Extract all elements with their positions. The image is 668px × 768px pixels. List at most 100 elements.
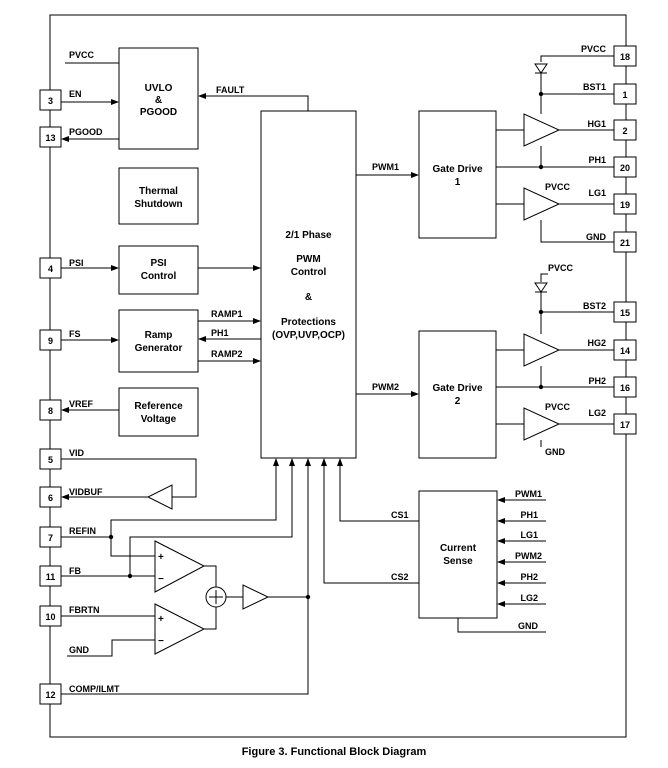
svg-text:PGOOD: PGOOD (140, 107, 177, 118)
svg-text:11: 11 (46, 572, 56, 582)
svg-text:15: 15 (620, 308, 630, 318)
svg-text:Sense: Sense (443, 556, 473, 567)
right-pin-21: 21 (613, 231, 637, 253)
right-pin-14: 14 (613, 339, 637, 361)
svg-text:9: 9 (48, 336, 53, 346)
uvlo-pgood-block: UVLO & PGOOD (118, 47, 199, 150)
svg-text:1: 1 (622, 90, 627, 100)
left-pin-9: 9 (39, 329, 62, 351)
left-pin-5: 5 (39, 448, 62, 470)
svg-text:Current: Current (440, 543, 477, 554)
signal-pvcc-lg1: PVCC (545, 182, 571, 192)
pin-label-bst1: BST1 (583, 82, 606, 92)
cs-input-ph1: PH1 (520, 510, 538, 520)
svg-text:5: 5 (48, 455, 53, 465)
svg-text:10: 10 (45, 612, 55, 622)
svg-text:Voltage: Voltage (141, 414, 177, 425)
reference-voltage-block: Reference Voltage (118, 387, 199, 437)
signal-gnd-left: GND (69, 645, 90, 655)
cs-input-ph2: PH2 (520, 572, 538, 582)
svg-text:17: 17 (620, 420, 630, 430)
pwm-control-block: 2/1 Phase PWM Control & Protections (OVP… (260, 110, 357, 459)
svg-text:7: 7 (48, 533, 53, 543)
svg-text:3: 3 (48, 96, 53, 106)
left-pin-6: 6 (39, 486, 62, 508)
signal-pvcc-lg2: PVCC (545, 402, 571, 412)
thermal-shutdown-block: Thermal Shutdown (118, 167, 199, 225)
svg-text:4: 4 (48, 264, 53, 274)
svg-text:2: 2 (622, 126, 627, 136)
svg-text:13: 13 (45, 133, 55, 143)
pin-label-fb: FB (69, 566, 81, 576)
signal-gnd-lg2: GND (545, 447, 566, 457)
hg2-driver-triangle (523, 333, 561, 367)
right-pin-18: 18 (613, 45, 637, 67)
svg-text:PWM: PWM (296, 254, 320, 265)
diff-amp-1 (154, 540, 206, 593)
svg-text:Generator: Generator (135, 343, 183, 354)
svg-text:&: & (305, 292, 312, 303)
right-pin-15: 15 (613, 301, 637, 323)
bootstrap-diode-2 (534, 282, 548, 293)
pin-label-hg1: HG1 (587, 119, 606, 129)
amp2-plus: + (158, 614, 164, 625)
signal-pvcc-bst2: PVCC (548, 263, 574, 273)
right-pin-19: 19 (613, 193, 637, 215)
left-pin-8: 8 (39, 399, 62, 421)
cs-input-pwm2: PWM2 (515, 551, 542, 561)
chip-outline (49, 14, 627, 738)
current-sense-block: Current Sense (418, 490, 498, 619)
diff-amp-2 (154, 603, 206, 655)
signal-cs1: CS1 (391, 510, 409, 520)
pin-label-vidbuf: VIDBUF (69, 487, 103, 497)
left-pin-13: 13 (39, 126, 62, 148)
svg-text:(OVP,UVP,OCP): (OVP,UVP,OCP) (272, 330, 345, 341)
left-pin-4: 4 (39, 257, 62, 279)
svg-text:2/1 Phase: 2/1 Phase (285, 230, 332, 241)
right-pin-1: 1 (613, 83, 637, 105)
signal-pwm2: PWM2 (372, 382, 399, 392)
hg1-driver-triangle (523, 113, 561, 147)
left-pin-10: 10 (39, 605, 62, 627)
signal-ph1-in: PH1 (211, 328, 229, 338)
svg-text:Protections: Protections (281, 317, 336, 328)
signal-cs-gnd: GND (518, 621, 539, 631)
pin-label-bst2: BST2 (583, 301, 606, 311)
svg-text:Reference: Reference (134, 401, 183, 412)
svg-text:16: 16 (620, 383, 630, 393)
svg-text:21: 21 (620, 238, 630, 248)
left-pin-11: 11 (39, 565, 62, 587)
amp1-minus: − (158, 574, 164, 585)
psi-control-block: PSI Control (118, 245, 199, 295)
svg-text:Thermal: Thermal (139, 186, 178, 197)
left-pin-12: 12 (39, 683, 62, 705)
pin-label-pvcc: PVCC (581, 44, 607, 54)
svg-text:UVLO: UVLO (145, 83, 173, 94)
pin-label-gnd: GND (586, 232, 607, 242)
figure-caption: Figure 3. Functional Block Diagram (242, 746, 427, 758)
gate-drive-1-block: Gate Drive 1 (418, 110, 497, 239)
svg-text:Control: Control (141, 271, 177, 282)
right-pin-2: 2 (613, 119, 637, 141)
pin-label-en: EN (69, 89, 82, 99)
svg-text:1: 1 (455, 177, 461, 188)
left-pin-3: 3 (39, 89, 62, 111)
svg-text:&: & (155, 95, 162, 106)
svg-text:18: 18 (620, 52, 630, 62)
pin-label-comp-ilmt: COMP/ILMT (69, 684, 120, 694)
svg-text:Shutdown: Shutdown (134, 199, 182, 210)
cs-input-lg2: LG2 (520, 593, 538, 603)
pin-label-fbrtn: FBRTN (69, 605, 100, 615)
svg-text:PSI: PSI (150, 258, 166, 269)
pin-label-ph2: PH2 (588, 376, 606, 386)
signal-ramp2: RAMP2 (211, 349, 243, 359)
cs-input-lg1: LG1 (520, 530, 538, 540)
output-buffer-triangle (242, 584, 270, 610)
pin-label-vref: VREF (69, 399, 94, 409)
gate-drive-2-block: Gate Drive 2 (418, 330, 497, 459)
right-pin-17: 17 (613, 413, 637, 435)
svg-text:Gate Drive: Gate Drive (432, 164, 482, 175)
lg1-driver-triangle (523, 187, 561, 221)
pin-label-vid: VID (69, 448, 85, 458)
signal-pwm1: PWM1 (372, 162, 399, 172)
